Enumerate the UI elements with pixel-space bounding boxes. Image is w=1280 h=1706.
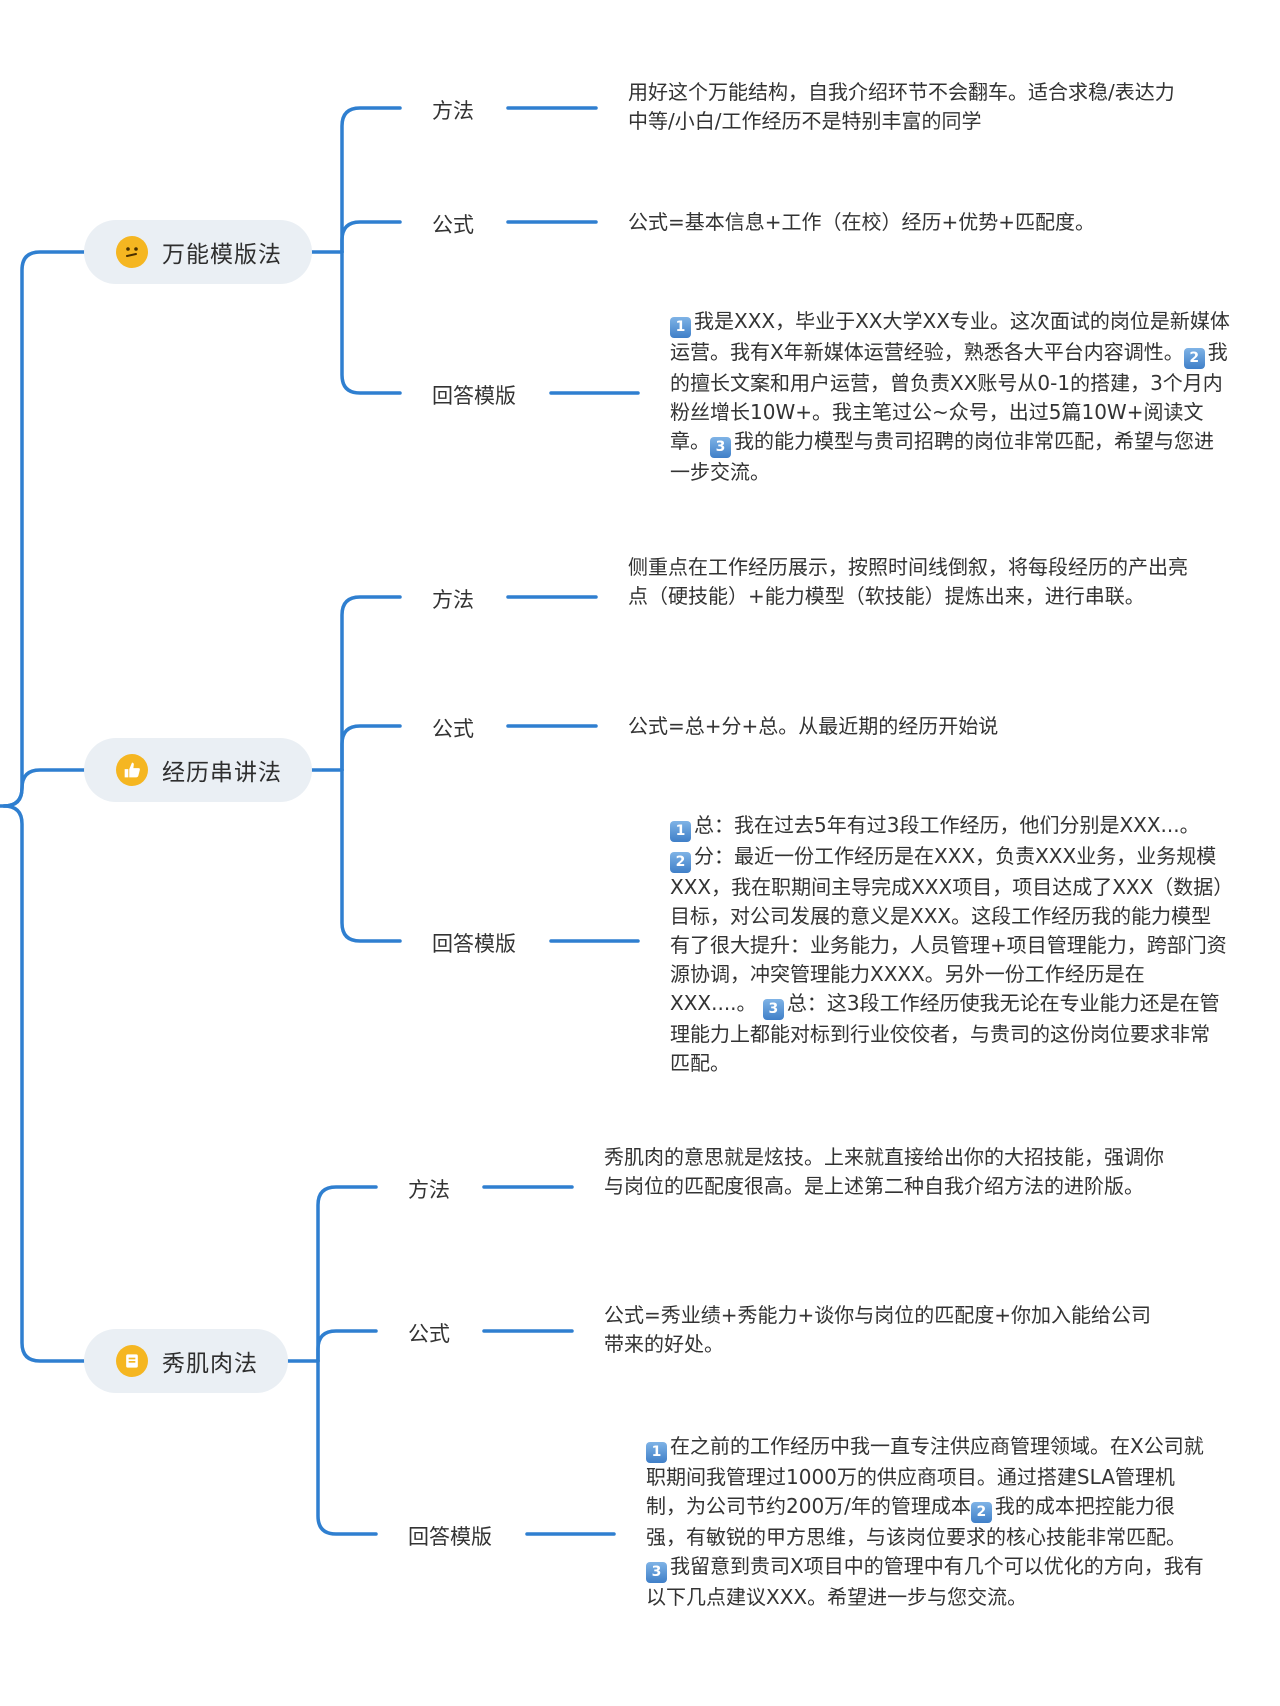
template-part: 在之前的工作经历中我一直专注供应商管理领域。在X公司就职期间我管理过1000万的… — [646, 1434, 1204, 1518]
topic-title: 秀肌肉法 — [162, 1351, 258, 1377]
topic-node-show-muscle[interactable]: 秀肌肉法 — [84, 1329, 288, 1393]
number-1-badge-icon: 1 — [670, 317, 691, 338]
number-2-badge-icon: 2 — [1183, 348, 1205, 369]
number-1-badge-icon: 1 — [670, 821, 691, 842]
topic-node-experience-narrative[interactable]: 经历串讲法 — [84, 738, 312, 802]
template-part: 总：这3段工作经历使我无论在专业能力还是在管理能力上都能对标到行业佼佼者，与贵司… — [670, 991, 1220, 1075]
notebook-icon — [116, 1345, 148, 1377]
formula-label: 公式 — [408, 1322, 450, 1346]
method-label: 方法 — [432, 99, 474, 123]
template-part: 我的擅长文案和用户运营，曾负责XX账号从0-1的搭建，3个月内粉丝增长10W+。… — [670, 340, 1228, 453]
template-label: 回答模版 — [408, 1525, 492, 1549]
template-part: 我留意到贵司X项目中的管理中有几个可以优化的方向，我有以下几点建议XXX。希望进… — [646, 1554, 1204, 1609]
method-text: 秀肌肉的意思就是炫技。上来就直接给出你的大招技能，强调你与岗位的匹配度很高。是上… — [604, 1145, 1164, 1198]
formula-label: 公式 — [432, 717, 474, 741]
formula-text: 公式=基本信息+工作（在校）经历+优势+匹配度。 — [628, 210, 1096, 234]
template-part: 我是XXX，毕业于XX大学XX专业。这次面试的岗位是新媒体运营。我有X年新媒体运… — [670, 309, 1230, 364]
number-3-badge-icon: 3 — [762, 999, 784, 1020]
method-label: 方法 — [408, 1178, 450, 1202]
template-part: 我的能力模型与贵司招聘的岗位非常匹配，希望与您进一步交流。 — [670, 429, 1214, 484]
thinking-face-icon — [116, 236, 148, 268]
number-2-badge-icon: 2 — [670, 852, 691, 873]
number-1-badge-icon: 1 — [646, 1442, 667, 1463]
number-3-badge-icon: 3 — [710, 437, 731, 458]
number-2-badge-icon: 2 — [970, 1502, 992, 1523]
method-label: 方法 — [432, 588, 474, 612]
formula-text: 公式=秀业绩+秀能力+谈你与岗位的匹配度+你加入能给公司带来的好处。 — [604, 1303, 1152, 1356]
template-label: 回答模版 — [432, 932, 516, 956]
number-3-badge-icon: 3 — [646, 1562, 667, 1583]
template-part: 分：最近一份工作经历是在XXX，负责XXX业务，业务规模XXX，我在职期间主导完… — [670, 844, 1227, 1015]
thumbs-up-icon — [116, 754, 148, 786]
template-part: 我的成本把控能力很强，有敏锐的甲方思维，与该岗位要求的核心技能非常匹配。 — [646, 1494, 1186, 1549]
formula-text: 公式=总+分+总。从最近期的经历开始说 — [628, 714, 999, 738]
template-label: 回答模版 — [432, 384, 516, 408]
template-part: 总：我在过去5年有过3段工作经历，他们分别是XXX...。 — [694, 813, 1200, 837]
method-text: 用好这个万能结构，自我介绍环节不会翻车。适合求稳/表达力中等/小白/工作经历不是… — [628, 80, 1175, 133]
topic-title: 经历串讲法 — [162, 760, 282, 786]
topic-title: 万能模版法 — [162, 242, 282, 268]
method-text: 侧重点在工作经历展示，按照时间线倒叙，将每段经历的产出亮点（硬技能）+能力模型（… — [628, 555, 1188, 608]
topic-node-universal-template[interactable]: 万能模版法 — [84, 220, 312, 284]
formula-label: 公式 — [432, 213, 474, 237]
